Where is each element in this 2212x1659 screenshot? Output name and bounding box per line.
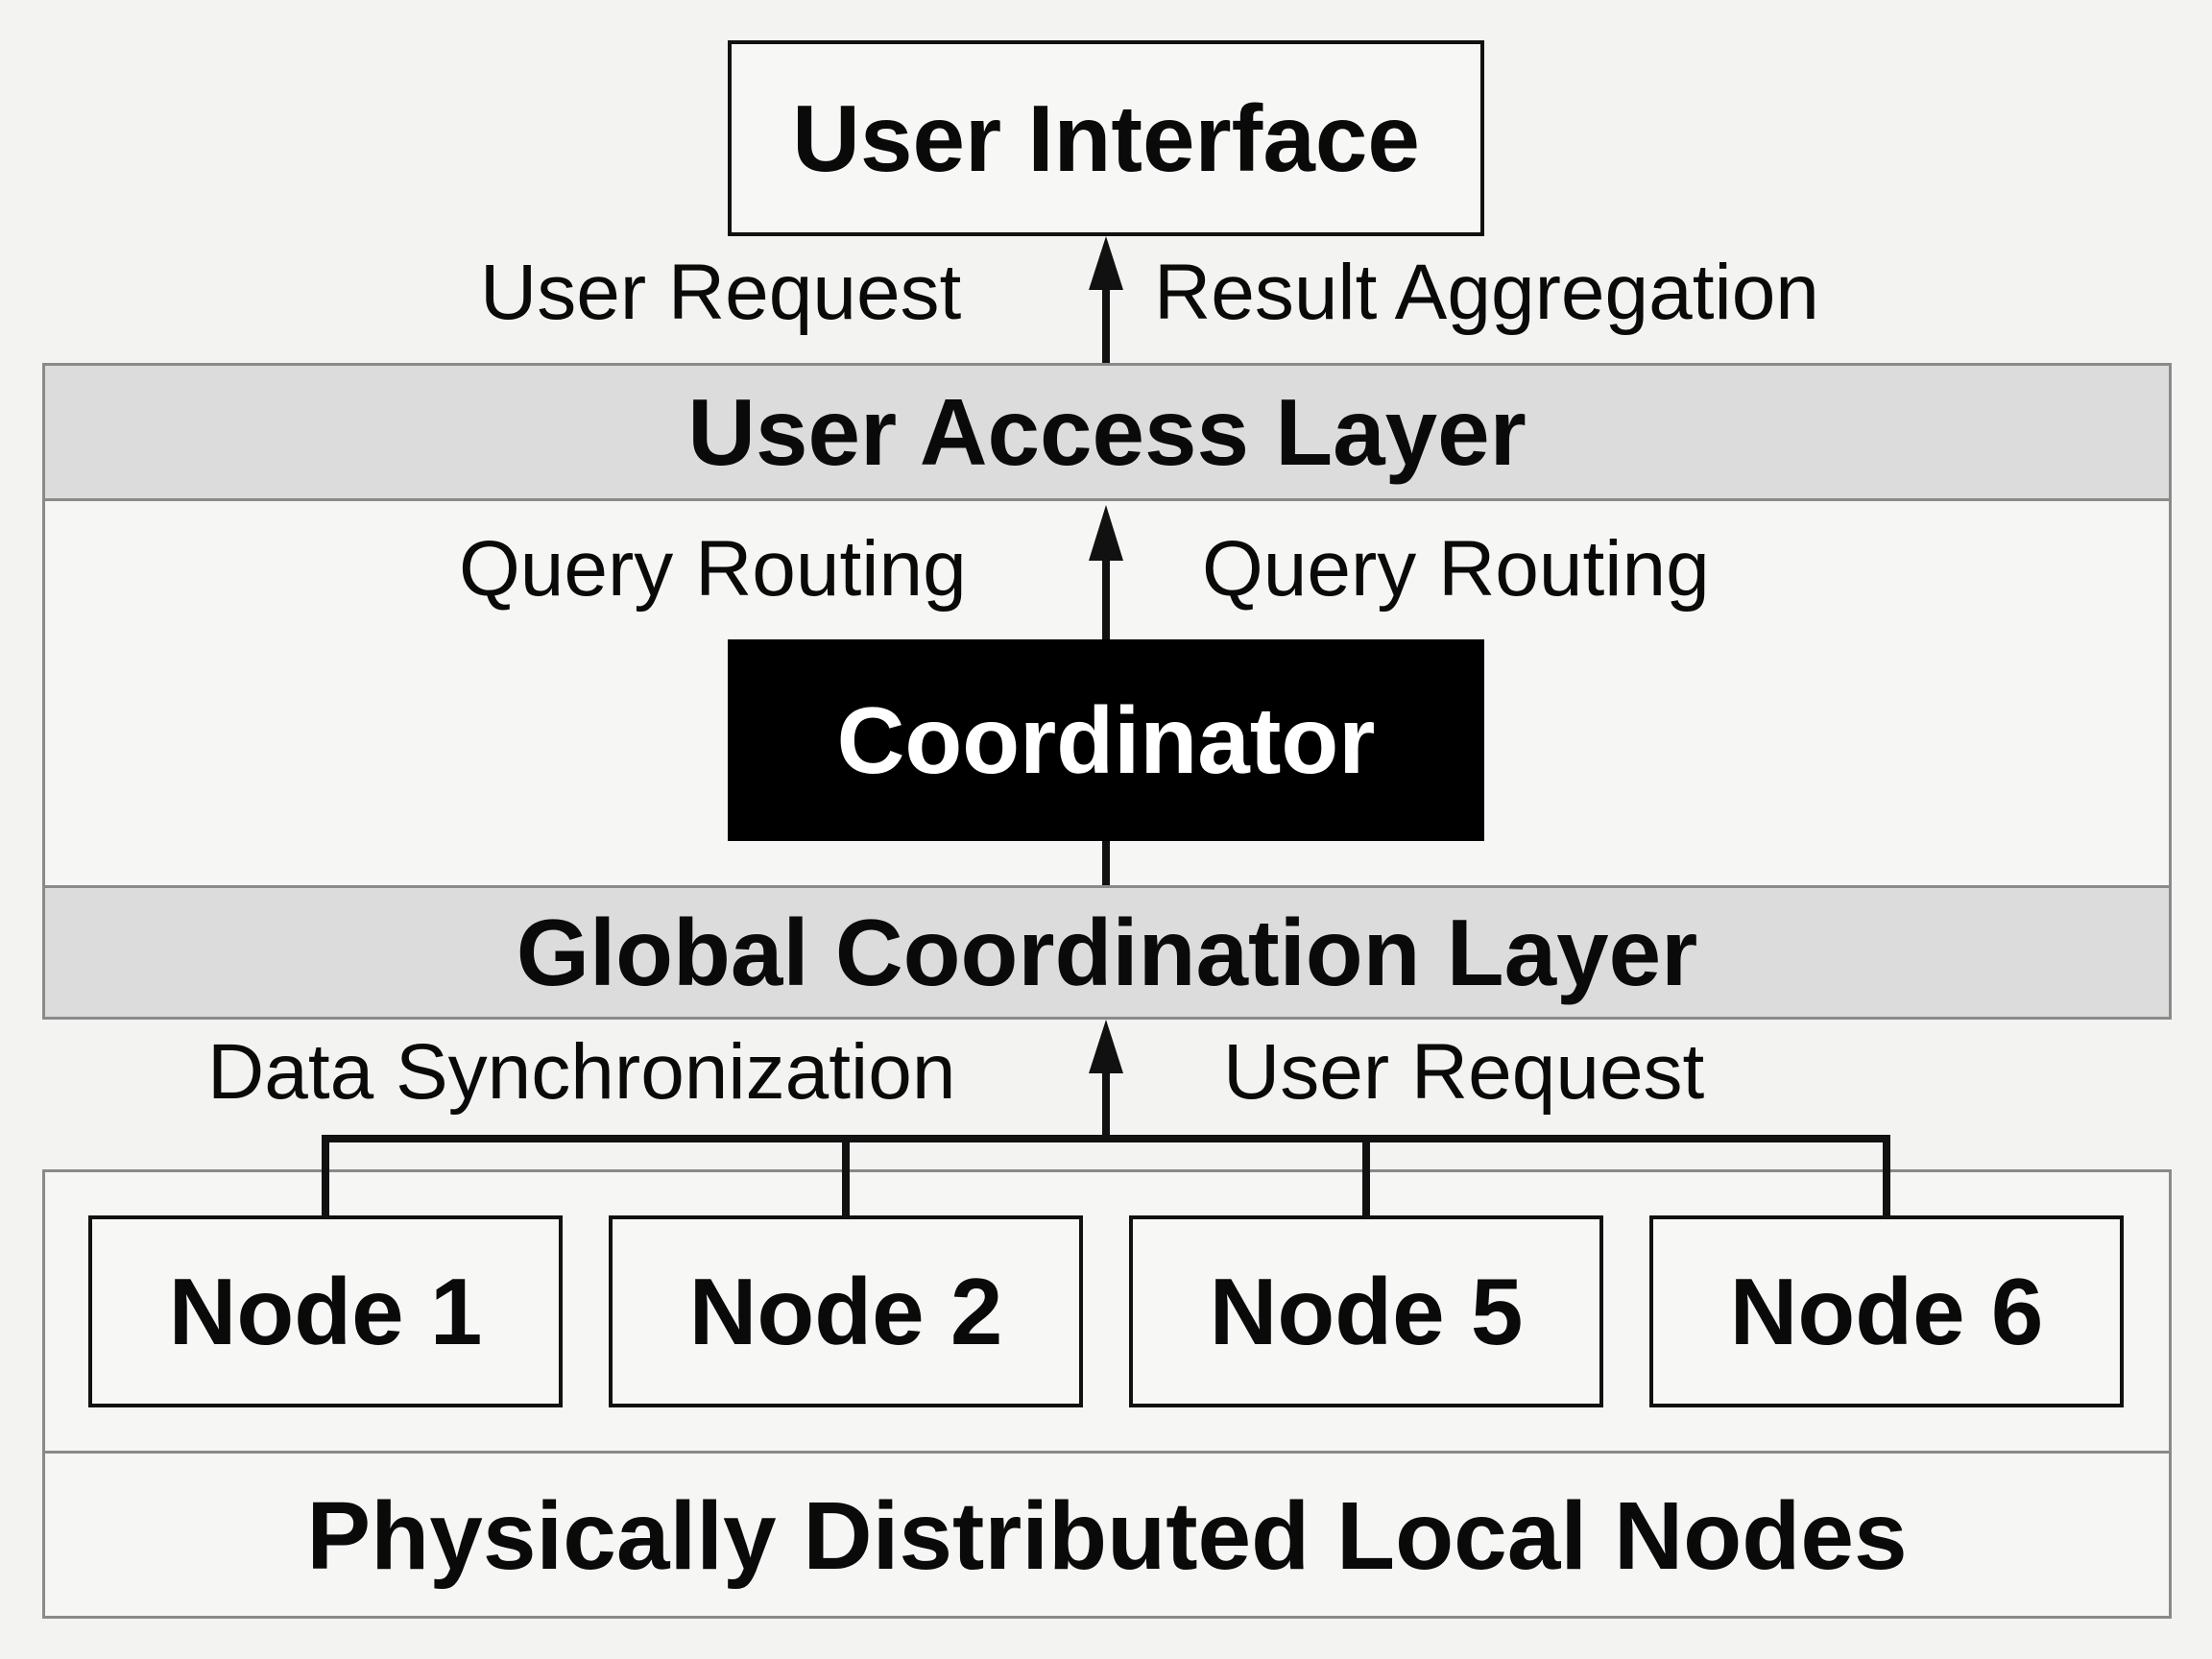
node-box-1: Node 1 [88,1215,563,1407]
global-coordination-layer: Global Coordination Layer [42,885,2172,1020]
node-bus [322,1135,1890,1215]
coordinator-box: Coordinator [728,639,1484,841]
edge-label-data-synchronization: Data Synchronization [207,1028,956,1116]
edge-label-result-aggregation: Result Aggregation [1154,249,1819,336]
edge-label-query-routing-right: Query Routing [1202,525,1710,613]
arrowhead-ui [1089,236,1123,290]
edge-label-query-routing-left: Query Routing [459,525,967,613]
node-box-5: Node 5 [1129,1215,1603,1407]
physical-layer-label: Physically Distributed Local Nodes [306,1481,1908,1590]
user-interface-box: User Interface [728,40,1484,236]
physical-layer-divider [42,1451,2172,1454]
arrowhead-nodes [1089,1020,1123,1073]
edge-label-user-request-bottom: User Request [1223,1028,1705,1116]
user-access-layer: User Access Layer [42,363,2172,501]
arrowhead-coordinator [1089,505,1123,561]
edge-label-user-request-top: User Request [480,249,962,336]
node-box-2: Node 2 [609,1215,1083,1407]
node-box-6: Node 6 [1649,1215,2124,1407]
